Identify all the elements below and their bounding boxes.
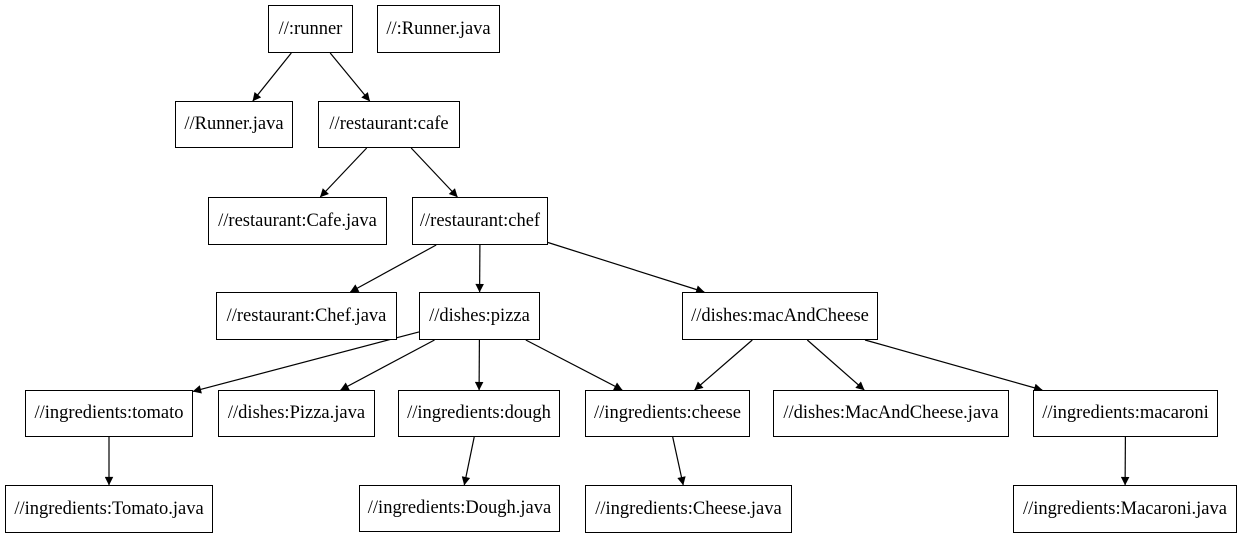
node-label: //restaurant:Chef.java <box>226 305 387 326</box>
node-chef: //restaurant:chef <box>412 197 548 245</box>
edge-pizza-to-tomato <box>192 331 420 394</box>
node-runner-java: //Runner.java <box>175 101 293 148</box>
node-label: //ingredients:cheese <box>594 403 741 423</box>
node-label: //ingredients:dough <box>407 403 551 423</box>
node-label: //dishes:MacAndCheese.java <box>783 403 999 423</box>
node-mac-and-cheese-java: //dishes:MacAndCheese.java <box>773 390 1009 437</box>
edge-cafe-to-chef <box>410 147 458 198</box>
node-macaroni: //ingredients:macaroni <box>1033 390 1218 437</box>
node-macaroni-java: //ingredients:Macaroni.java <box>1013 485 1237 533</box>
node-label: //ingredients:Macaroni.java <box>1023 498 1227 519</box>
node-cheese-java: //ingredients:Cheese.java <box>585 485 792 533</box>
edge-pizza-to-pizza-java <box>340 339 435 391</box>
node-label: //dishes:Pizza.java <box>227 403 366 423</box>
edge-mac-and-cheese-to-mac-and-cheese-java <box>806 339 865 391</box>
edge-runner-to-runner-java <box>252 52 292 102</box>
node-tomato-java: //ingredients:Tomato.java <box>5 485 213 533</box>
node-label: //ingredients:Dough.java <box>367 498 552 518</box>
node-label: //restaurant:cafe <box>329 114 449 134</box>
edge-runner-to-cafe <box>329 52 371 102</box>
node-label: //ingredients:macaroni <box>1042 403 1209 423</box>
node-cheese: //ingredients:cheese <box>585 390 750 437</box>
node-label: //dishes:macAndCheese <box>691 305 869 326</box>
node-label: //restaurant:Cafe.java <box>218 210 377 231</box>
edge-chef-to-chef-java <box>349 244 437 293</box>
node-label: //ingredients:Cheese.java <box>595 498 782 519</box>
edge-mac-and-cheese-to-cheese <box>694 339 753 391</box>
edge-cheese-to-cheese-java <box>672 436 686 486</box>
node-dough-java: //ingredients:Dough.java <box>359 485 560 532</box>
node-label: //Runner.java <box>184 114 284 134</box>
node-label: //:Runner.java <box>386 18 491 39</box>
node-runner: //:runner <box>268 5 353 53</box>
node-pizza: //dishes:pizza <box>419 292 540 340</box>
edge-dough-to-dough-java <box>461 436 475 486</box>
node-cafe-java: //restaurant:Cafe.java <box>208 197 387 245</box>
node-label: //restaurant:chef <box>419 210 541 231</box>
node-label: //:runner <box>278 18 343 39</box>
node-tomato: //ingredients:tomato <box>25 390 193 437</box>
edge-chef-to-mac-and-cheese <box>547 241 705 294</box>
node-cafe: //restaurant:cafe <box>318 101 460 148</box>
node-mac-and-cheese: //dishes:macAndCheese <box>682 292 878 340</box>
node-dough: //ingredients:dough <box>398 390 560 437</box>
node-runner-java-lib: //:Runner.java <box>377 5 500 53</box>
node-pizza-java: //dishes:Pizza.java <box>218 390 375 437</box>
node-label: //ingredients:Tomato.java <box>14 498 204 519</box>
edge-pizza-to-cheese <box>525 339 623 391</box>
node-label: //ingredients:tomato <box>34 403 184 423</box>
edge-cafe-to-cafe-java <box>319 147 368 198</box>
node-chef-java: //restaurant:Chef.java <box>216 292 397 340</box>
edge-mac-and-cheese-to-macaroni <box>864 339 1043 392</box>
node-label: //dishes:pizza <box>429 305 530 326</box>
